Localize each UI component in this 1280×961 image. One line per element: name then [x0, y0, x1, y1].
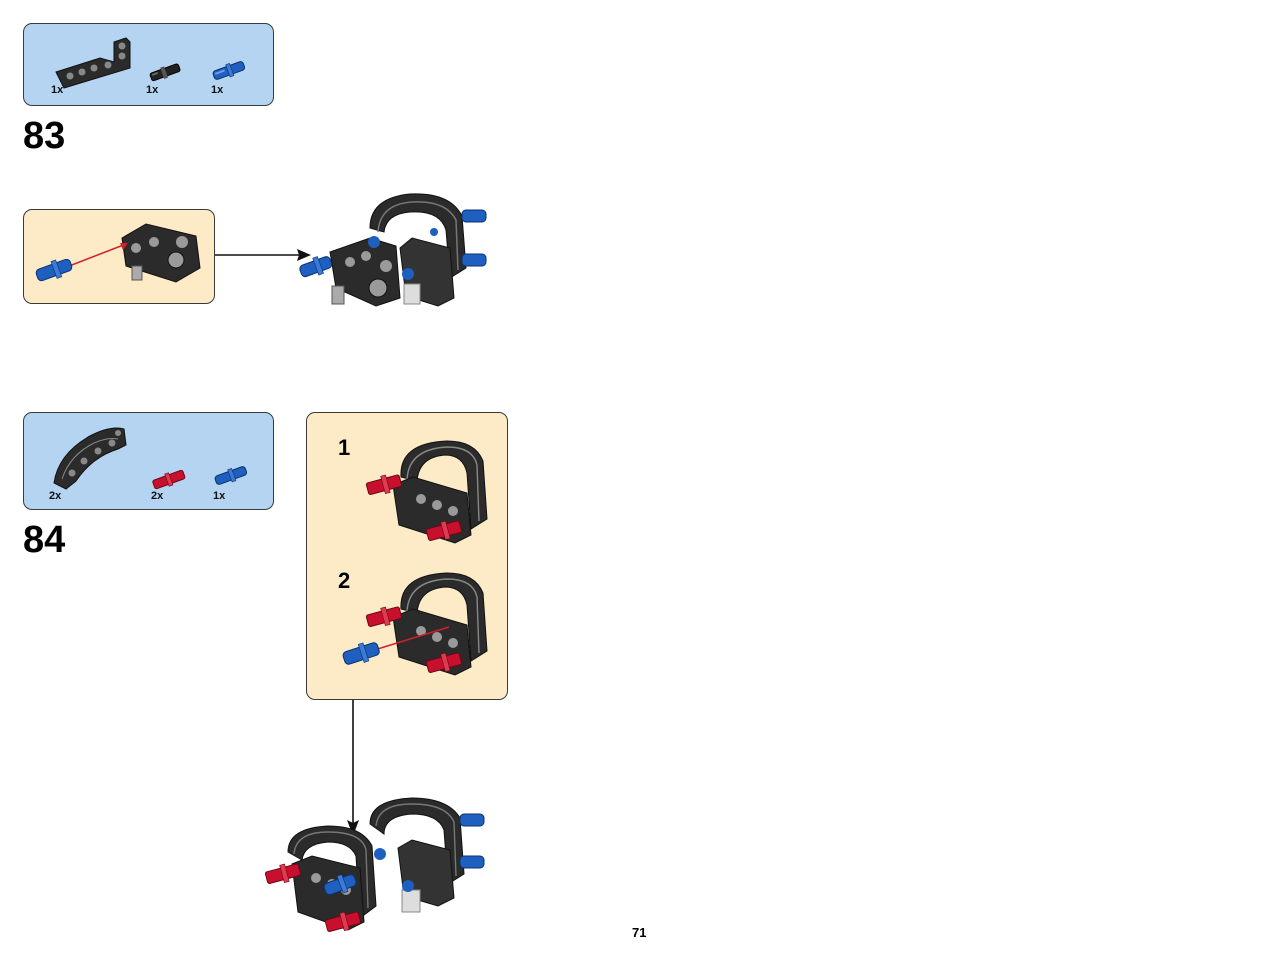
black-curved-beam-icon [53, 427, 127, 490]
flow-arrow [347, 700, 359, 836]
part-qty: 1x [213, 490, 226, 502]
substep-number: 1 [338, 435, 351, 460]
substep-number: 2 [338, 568, 351, 593]
part-qty: 1x [51, 84, 64, 96]
substep-1-diagram [365, 440, 488, 544]
model-assembly-step-83 [299, 193, 487, 307]
blue-axle-pin-icon [212, 61, 246, 80]
parts-list-step-83: 1x 1x 1x [23, 23, 274, 106]
part-qty: 1x [211, 84, 224, 96]
flow-arrow [215, 249, 311, 261]
black-pin-icon [149, 63, 181, 82]
red-axle-pin-icon [152, 469, 186, 490]
black-angled-beam-icon [55, 37, 131, 89]
subassembly-callout-step-83 [23, 209, 215, 304]
blue-axle-pin-icon [214, 466, 248, 485]
step-number: 83 [23, 115, 66, 157]
step-number: 84 [23, 519, 66, 561]
page-number: 71 [632, 925, 647, 940]
pin-insertion-diagram [35, 223, 201, 283]
subassembly-callout-step-84: 1 2 [306, 412, 508, 700]
model-assembly-step-84 [264, 797, 485, 932]
part-qty: 1x [146, 84, 159, 96]
part-qty: 2x [151, 490, 164, 502]
substep-2-diagram [342, 572, 488, 676]
part-qty: 2x [49, 490, 62, 502]
parts-list-step-84: 2x 2x 1x [23, 412, 274, 510]
